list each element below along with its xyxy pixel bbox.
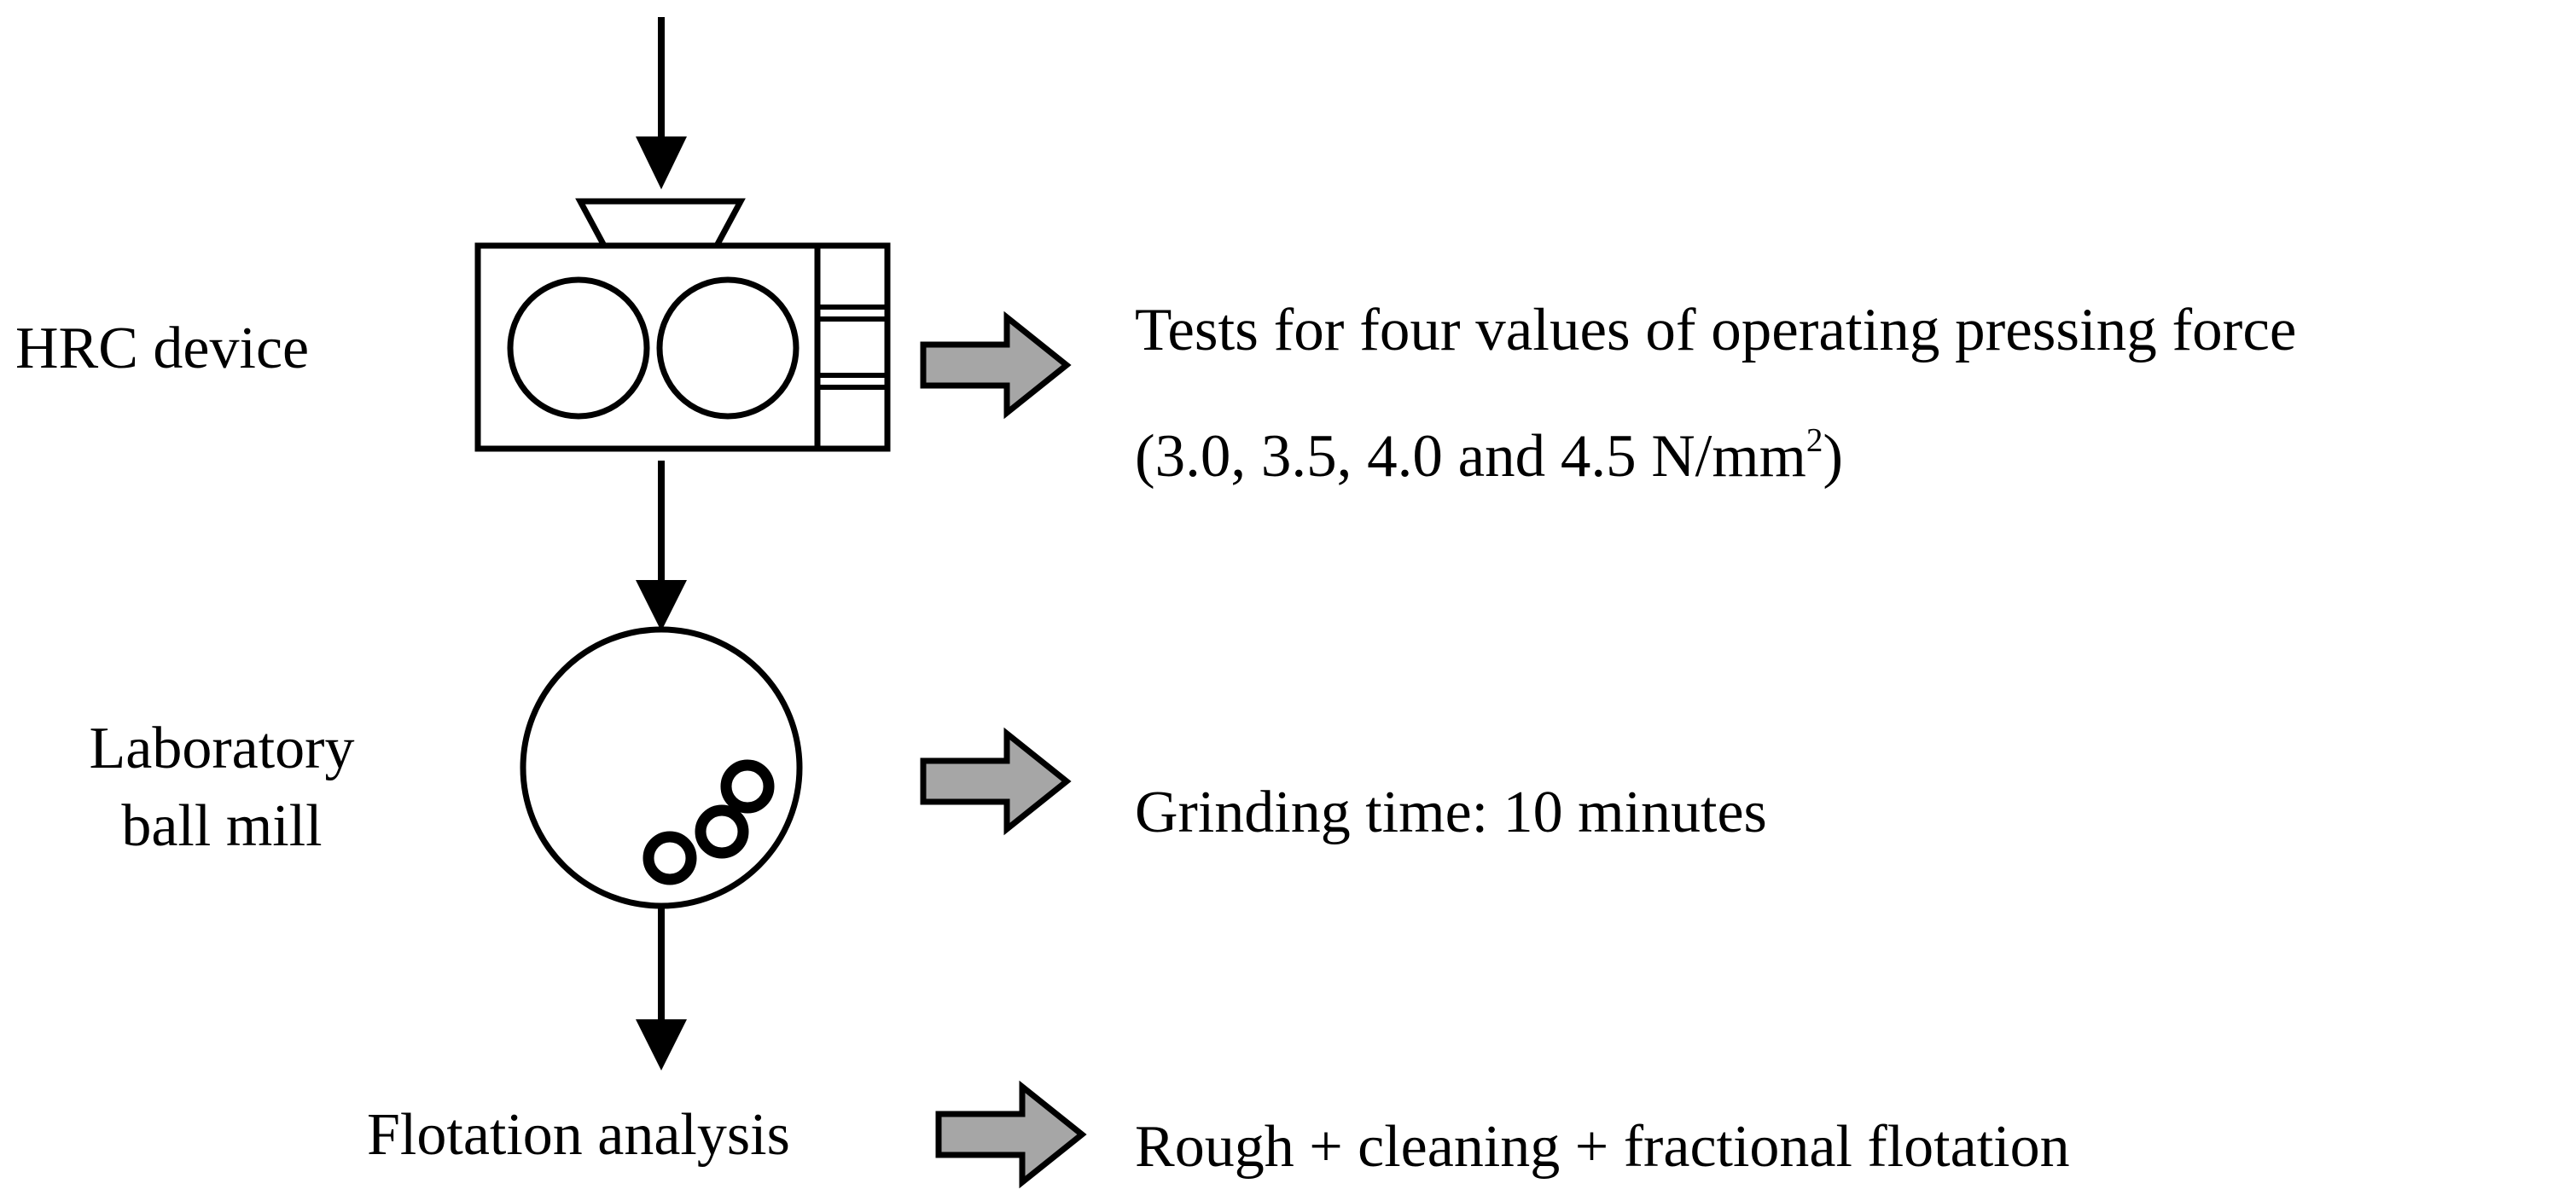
hrc-note-line2-suffix: ) bbox=[1823, 423, 1844, 490]
arrow-hrc-to-mill bbox=[636, 461, 687, 631]
ball-mill-icon bbox=[520, 626, 803, 909]
ball-mill-label: Laboratory ball mill bbox=[34, 710, 410, 865]
hrc-note-line2: (3.0, 3.5, 4.0 and 4.5 N/mm2) bbox=[1135, 423, 1844, 490]
ball-mill-label-line1: Laboratory bbox=[89, 716, 355, 781]
arrow-mill-to-flotation bbox=[636, 906, 687, 1070]
block-arrow-mill bbox=[920, 727, 1072, 836]
hrc-note-line1: Tests for four values of operating press… bbox=[1135, 297, 2297, 363]
flotation-note: Rough + cleaning + fractional flotation bbox=[1135, 1114, 2070, 1180]
block-arrow-hrc bbox=[920, 310, 1072, 420]
ball-mill-label-line2: ball mill bbox=[121, 793, 323, 859]
hrc-device-label: HRC device bbox=[15, 316, 310, 381]
hrc-note-line2-prefix: (3.0, 3.5, 4.0 and 4.5 N/mm bbox=[1135, 423, 1806, 490]
block-arrow-flotation bbox=[935, 1080, 1087, 1189]
hrc-device-icon bbox=[474, 198, 891, 452]
feed-arrow bbox=[636, 17, 687, 189]
hrc-note-line2-sup: 2 bbox=[1806, 421, 1823, 459]
mill-note: Grinding time: 10 minutes bbox=[1135, 780, 1767, 845]
flotation-label: Flotation analysis bbox=[367, 1102, 790, 1168]
